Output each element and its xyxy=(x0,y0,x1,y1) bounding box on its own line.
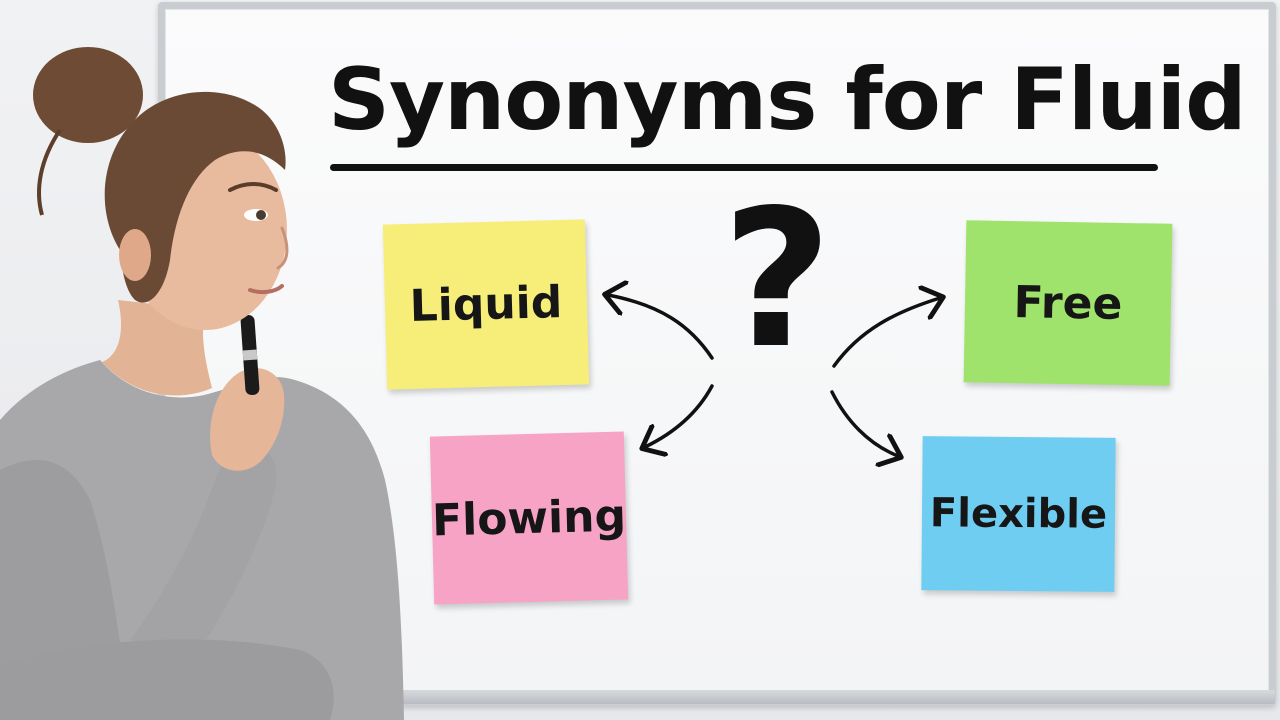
nose xyxy=(276,226,289,270)
sticky-note-flexible: Flexible xyxy=(921,436,1116,592)
iris xyxy=(256,210,266,220)
hair-strand xyxy=(37,128,62,216)
forearm xyxy=(130,444,277,665)
hair-bun xyxy=(33,47,143,143)
thinking-woman xyxy=(0,47,404,720)
whiteboard-title: Synonyms for Fluid xyxy=(328,50,1247,150)
question-mark: ? xyxy=(722,169,833,390)
sticky-note-flowing: Flowing xyxy=(429,431,629,605)
crossed-arm xyxy=(0,639,334,720)
whiteboard-marker-tray xyxy=(380,690,1275,704)
sticky-note-label: Flexible xyxy=(929,490,1108,538)
lips xyxy=(248,284,284,295)
title-underline xyxy=(330,164,1158,171)
sticky-note-label: Liquid xyxy=(409,277,563,332)
marker-pen-band xyxy=(242,349,258,361)
sticky-note-free: Free xyxy=(963,220,1173,386)
hand xyxy=(210,368,285,471)
sticky-note-label: Flowing xyxy=(431,489,627,547)
eyebrow xyxy=(228,182,278,192)
sticky-note-label: Free xyxy=(1013,276,1123,330)
ear xyxy=(119,229,151,281)
